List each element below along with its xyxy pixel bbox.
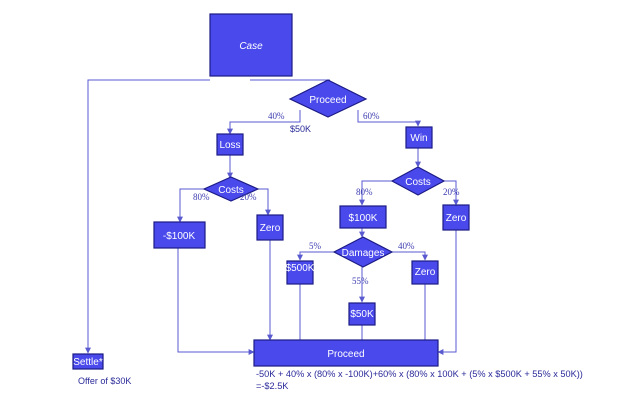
connector-case-settle: [85, 79, 210, 354]
prob-dmg-5-label: 5%: [309, 241, 322, 251]
node-costs-left: Costs: [202, 176, 260, 202]
damages-label: Damages: [342, 248, 385, 259]
node-settle: Settle*: [72, 353, 104, 370]
prob-right-80-label: 80%: [356, 187, 373, 197]
connector-costs-neg100k: [177, 188, 205, 223]
connector-zeroright-proceed: [437, 230, 457, 355]
prob-dmg-55-label: 55%: [352, 276, 369, 286]
formula-line-2: =-$2.5K: [256, 381, 289, 391]
dmg-50k-label: $50K: [350, 309, 374, 320]
neg-100k-label: -$100K: [163, 231, 196, 242]
node-neg-100k: -$100K: [153, 221, 206, 249]
connector-damages-500k: [297, 251, 336, 261]
costs-right-label: Costs: [405, 177, 431, 188]
connector-proceed-loss: [227, 110, 301, 135]
node-damages: Damages: [332, 236, 394, 268]
node-win: Win: [405, 126, 433, 149]
connector-neg100k-proceed: [177, 248, 255, 355]
connector-costs-zero-right: [444, 180, 459, 206]
dmg-500k-label: $500K: [286, 263, 315, 274]
node-dmg-50k: $50K: [348, 302, 376, 326]
costs-left-label: Costs: [218, 185, 244, 196]
proceed-top-label: Proceed: [309, 95, 346, 106]
node-zero-right-top: Zero: [442, 204, 470, 231]
proceed-bottom-label: Proceed: [327, 349, 364, 360]
settle-label: Settle*: [73, 357, 103, 368]
node-proceed-top: Proceed: [288, 79, 368, 118]
connector-costs-zero-left: [257, 188, 271, 216]
zero-damages-label: Zero: [415, 267, 436, 278]
prob-right-20-label: 20%: [443, 187, 460, 197]
cost-50k-label: $50K: [290, 124, 311, 134]
win-label: Win: [410, 133, 427, 144]
node-case: Case: [209, 13, 293, 77]
edge-labels: 40% 60% $50K 80% 20% 80% 20% 5% 40% 55% …: [78, 111, 460, 386]
prob-win-label: 60%: [363, 111, 380, 121]
node-pos-100k: $100K: [339, 205, 387, 229]
prob-left-20-label: 20%: [240, 192, 257, 202]
pos-100k-label: $100K: [349, 213, 378, 224]
prob-left-80-label: 80%: [193, 192, 210, 202]
zero-left-label: Zero: [260, 223, 281, 234]
case-label: Case: [239, 41, 263, 52]
connectors: [85, 79, 459, 355]
node-zero-left: Zero: [256, 214, 284, 241]
node-dmg-500k: $500K: [286, 260, 315, 285]
loss-label: Loss: [219, 140, 240, 151]
formula-line-1: -50K + 40% x (80% x -100K)+60% x (80% x …: [256, 369, 583, 379]
node-costs-right: Costs: [390, 166, 446, 196]
expected-value-formula: -50K + 40% x (80% x -100K)+60% x (80% x …: [256, 369, 583, 391]
node-zero-damages: Zero: [411, 260, 439, 285]
prob-dmg-40-label: 40%: [398, 241, 415, 251]
zero-right-top-label: Zero: [446, 213, 467, 224]
prob-loss-label: 40%: [268, 111, 285, 121]
connector-proceed-win: [357, 110, 421, 127]
node-loss: Loss: [216, 133, 244, 156]
connector-costs-100k: [359, 180, 393, 206]
connector-damages-zero: [390, 251, 428, 261]
settle-offer-label: Offer of $30K: [78, 376, 131, 386]
node-proceed-bottom: Proceed: [253, 339, 439, 367]
